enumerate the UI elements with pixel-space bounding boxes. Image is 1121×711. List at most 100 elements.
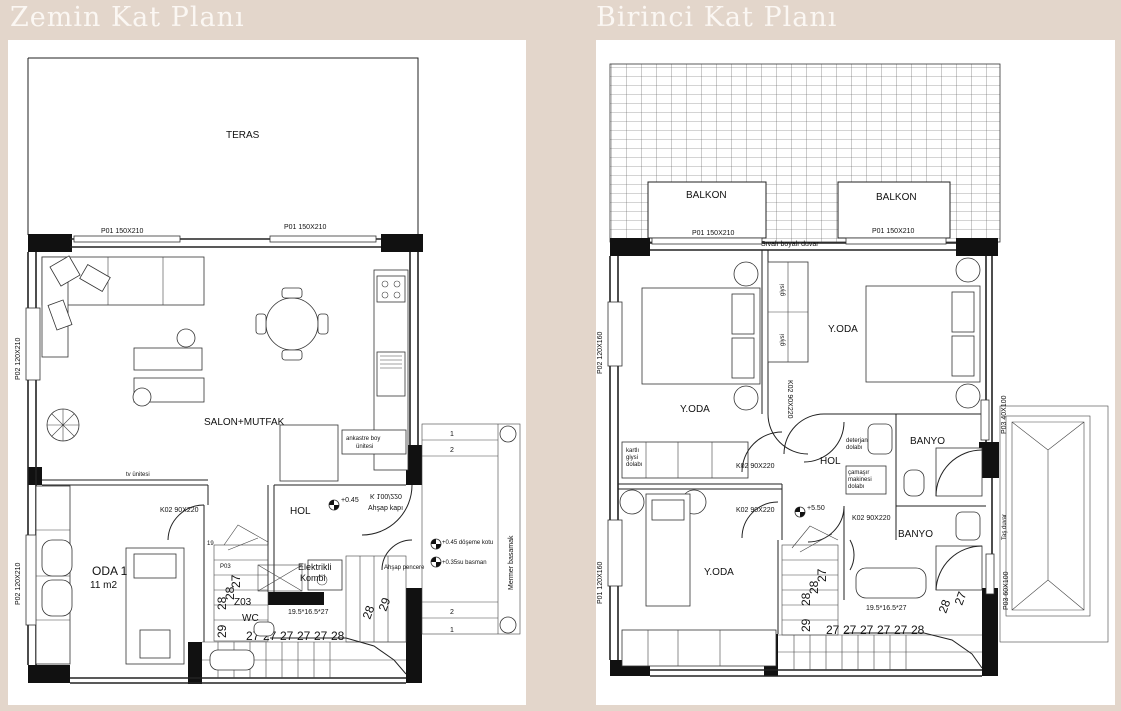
coffee-table	[133, 347, 203, 371]
window-p01-a	[73, 235, 181, 243]
east-wall	[409, 252, 419, 445]
ground-floor-plan: TERAS P01 150X210 P01 150X210 P02 120X21…	[8, 40, 526, 705]
inner-walls	[824, 413, 986, 600]
door-swing	[767, 413, 809, 455]
wall-column	[406, 445, 422, 485]
door-swing	[783, 413, 825, 455]
burner	[393, 280, 401, 288]
wardrobe-row	[621, 441, 749, 479]
level-marker-fill	[795, 507, 805, 517]
stair-value: 29	[799, 618, 813, 632]
level-550: +5.50	[807, 505, 825, 512]
p03-label: P03	[220, 564, 231, 570]
stair-value: 27	[826, 623, 840, 637]
k02-c-label: K02 90X220	[852, 515, 891, 522]
mermer-label: Mermer basamak	[508, 535, 515, 590]
wall-segment	[268, 592, 324, 605]
wardrobe-label: dolabı	[626, 462, 643, 468]
door-swing	[167, 504, 205, 541]
armchair	[79, 264, 111, 292]
stair-value: 28	[799, 592, 813, 606]
window-p02-top	[25, 307, 41, 381]
stair-values-bottom: 27 27 27 27 27 28	[826, 623, 925, 637]
window-p01-b	[845, 237, 947, 245]
washer	[845, 465, 887, 495]
elektrikli-label: Elektrikli	[298, 562, 332, 572]
chair	[41, 579, 73, 617]
ground-floor-title: Zemin Kat Planı	[10, 2, 245, 33]
window-p02-top-label: P02 120X210	[15, 337, 22, 380]
nightstand	[733, 385, 759, 411]
door-swing	[741, 501, 779, 539]
k02-vertical-label: K02 90X220	[786, 380, 793, 419]
door-swing	[803, 421, 845, 463]
ankastre-label: ankastre boy	[346, 436, 380, 442]
step-2-top: 2	[450, 447, 454, 454]
stair-value: 27	[894, 623, 908, 637]
window-p02-bottom	[607, 519, 623, 587]
su-basman-label: +0.35su basman	[442, 560, 487, 566]
window-p03-top	[980, 399, 990, 441]
burner	[381, 291, 389, 299]
planter	[499, 616, 517, 634]
sivali-label: Sıvalı boyalı duvar	[761, 241, 819, 248]
door-swing	[741, 431, 783, 473]
first-floor-title: Birinci Kat Planı	[596, 2, 838, 33]
deterjan-label-2: dolabı	[846, 445, 863, 451]
shower-curve	[935, 545, 983, 591]
first-floor-drawing: BALKON BALKON P01 150X210 P01 150X210 Sı…	[597, 63, 1109, 677]
dining-chair	[281, 287, 303, 299]
stair-value: 28	[215, 596, 229, 610]
entry-door-swing	[361, 484, 413, 536]
pillow	[731, 293, 755, 335]
kombi-box	[307, 559, 343, 591]
stair-values-right: 28 27	[936, 589, 970, 615]
wardrobe-row-dividers	[647, 630, 721, 666]
stair-path	[844, 632, 983, 669]
stair-right-treads	[359, 556, 389, 642]
dining-table	[265, 297, 319, 351]
wall-column	[979, 442, 999, 478]
window-p01-b	[269, 235, 377, 243]
dining-chair	[281, 349, 303, 361]
yoda-2-label: Y.ODA	[828, 324, 858, 335]
marble-steps	[421, 423, 521, 635]
stair-value: 27	[280, 629, 294, 643]
level-marker-fill	[329, 500, 339, 510]
stair-treads	[214, 559, 268, 621]
window-p01-a-label: P01 150X210	[101, 228, 144, 235]
balkon-right-label: BALKON	[876, 192, 917, 203]
step-1-top: 1	[450, 431, 454, 438]
bathtub	[855, 567, 927, 599]
stair-value: 28	[360, 603, 378, 621]
oda-name: ODA 1	[92, 564, 128, 578]
stair-value: 28	[223, 586, 237, 600]
z03-label: Z03	[234, 597, 252, 608]
wall-column	[381, 234, 423, 252]
wall-column	[28, 467, 42, 485]
tv-unit-label: tv ünitesi	[126, 472, 150, 478]
stair-break	[791, 525, 839, 553]
ahsap-pencere-label: Ahşap pencere	[384, 565, 425, 571]
window-swing	[381, 539, 413, 571]
p03-bottom-label: P03 60X100	[1003, 571, 1010, 610]
nightstand	[955, 257, 981, 283]
pillow	[731, 337, 755, 379]
k02-a-label: K02 90X220	[736, 463, 775, 470]
stair-bottom-treads	[778, 634, 982, 670]
stair-value: 27	[314, 629, 328, 643]
kombi-label: Kombi	[300, 573, 326, 583]
kitchen-sink	[376, 351, 406, 397]
armchair	[47, 299, 73, 331]
banyo-1-label: BANYO	[910, 436, 945, 447]
kombi-icon	[316, 574, 328, 586]
window-p01-b-label: P01 150X210	[872, 228, 915, 235]
stair-value: 28	[331, 629, 345, 643]
stair-values-right: 28 29	[360, 595, 394, 621]
stair-value: 27	[297, 629, 311, 643]
side-table	[176, 328, 196, 348]
step-2-bottom: 2	[450, 609, 454, 616]
pillow	[951, 291, 975, 333]
side-table	[132, 387, 152, 407]
south-wall	[650, 669, 982, 677]
